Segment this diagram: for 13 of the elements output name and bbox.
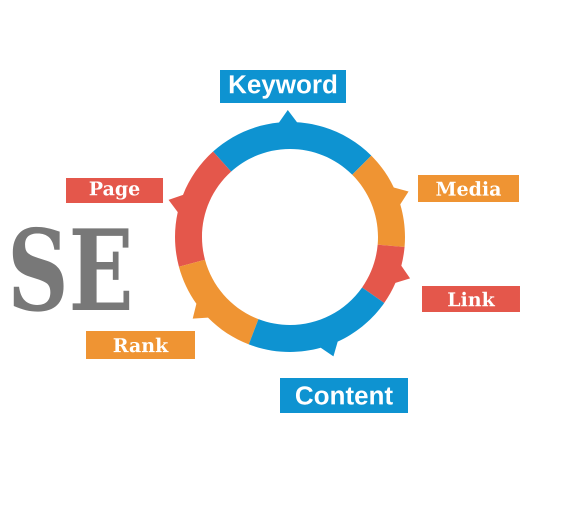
label-box: Rank: [86, 331, 195, 359]
ring-segment: [213, 110, 372, 175]
label-box: Keyword: [220, 70, 346, 103]
ring-segment: [178, 260, 258, 344]
ring-segment: [352, 156, 409, 248]
ring-segment: [168, 152, 232, 267]
label-box: Content: [280, 378, 408, 413]
ring-segment: [248, 287, 384, 356]
large-letters: SE: [12, 226, 130, 312]
ring-segment: [362, 244, 410, 303]
label-box: Link: [422, 286, 520, 312]
label-box: Page: [66, 178, 163, 203]
label-box: Media: [418, 175, 519, 202]
